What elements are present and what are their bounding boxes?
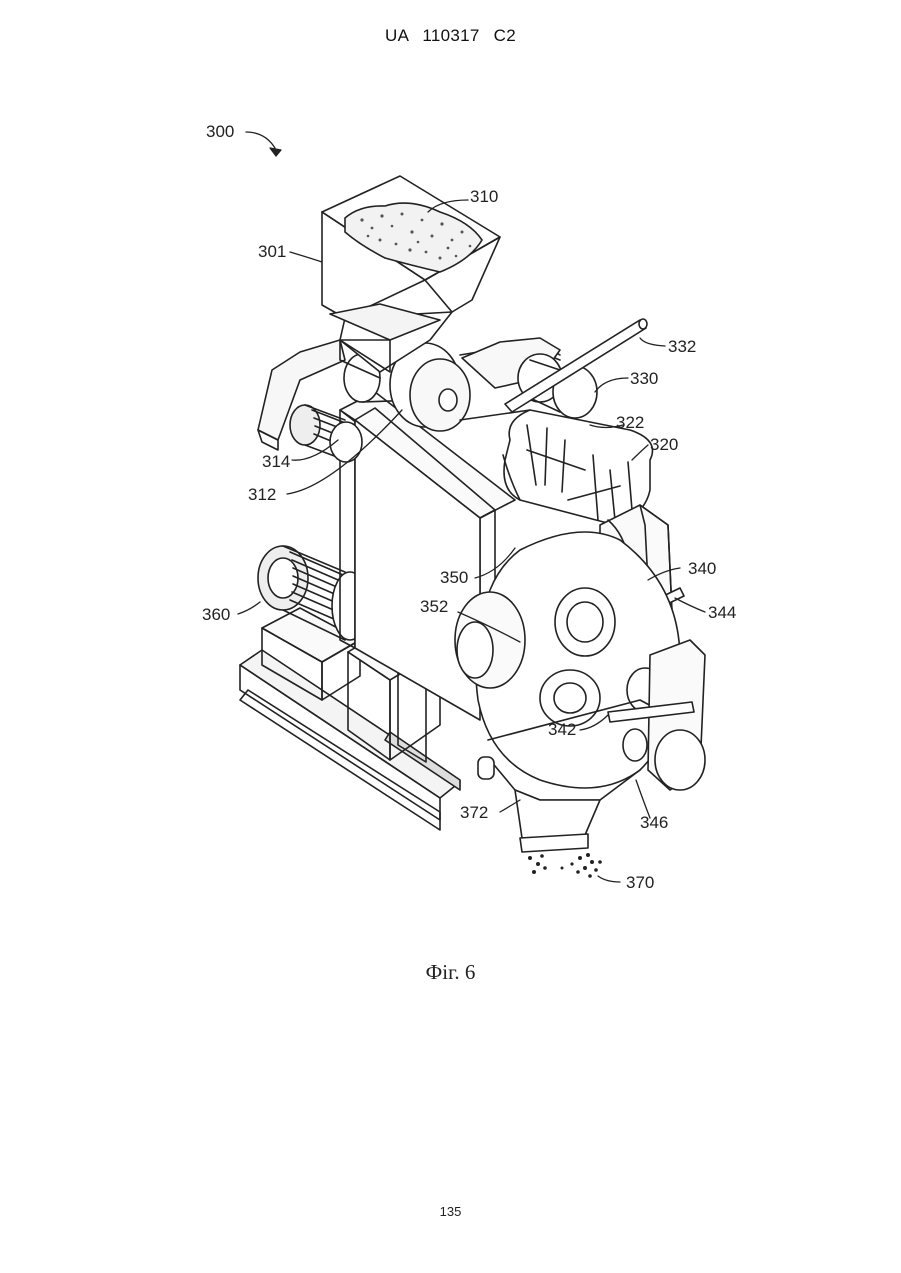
label-300: 300 bbox=[206, 122, 234, 141]
hopper-301 bbox=[322, 176, 500, 378]
page-number: 135 bbox=[0, 1204, 901, 1219]
figure-caption: Фіг. 6 bbox=[0, 960, 901, 985]
label-320: 320 bbox=[650, 435, 678, 454]
label-346: 346 bbox=[640, 813, 668, 832]
label-314: 314 bbox=[262, 452, 290, 471]
label-342: 342 bbox=[548, 720, 576, 739]
label-301: 301 bbox=[258, 242, 286, 261]
label-340: 340 bbox=[688, 559, 716, 578]
label-330: 330 bbox=[630, 369, 658, 388]
label-350: 350 bbox=[440, 568, 468, 587]
label-344: 344 bbox=[708, 603, 736, 622]
label-312: 312 bbox=[248, 485, 276, 504]
label-370: 370 bbox=[626, 873, 654, 892]
label-332: 332 bbox=[668, 337, 696, 356]
label-372: 372 bbox=[460, 803, 488, 822]
label-352: 352 bbox=[420, 597, 448, 616]
label-360: 360 bbox=[202, 605, 230, 624]
label-310: 310 bbox=[470, 187, 498, 206]
pellets-370 bbox=[528, 853, 602, 878]
pulley-330 bbox=[462, 338, 597, 418]
apparatus-drawing: 300 310 301 332 330 322 320 314 312 340 … bbox=[0, 0, 901, 1000]
label-322: 322 bbox=[616, 413, 644, 432]
